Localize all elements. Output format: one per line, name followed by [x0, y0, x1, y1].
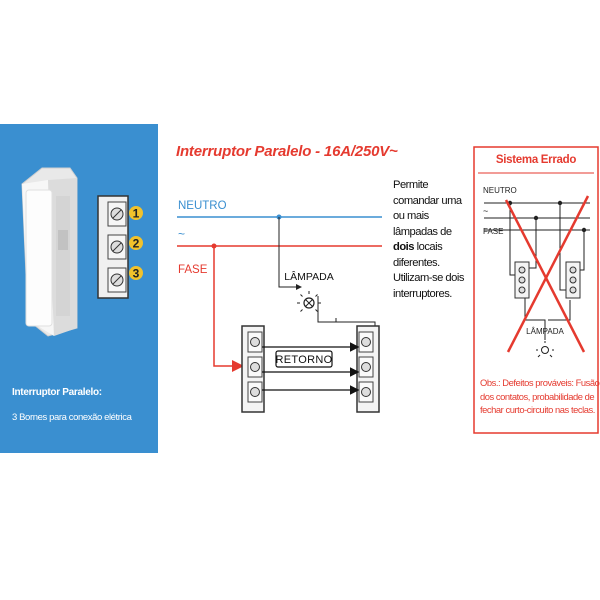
- terminal-marker-1: [129, 206, 143, 220]
- product-subtitle: 3 Bornes para conexão elétrica: [12, 412, 132, 423]
- terminal-marker-3: [129, 266, 143, 280]
- product-title: Interruptor Paralelo:: [12, 387, 102, 398]
- wrong-junction-2: [533, 215, 539, 221]
- diagram-description: Permite comandar uma ou mais lâmpadas de…: [393, 178, 473, 302]
- wrong-system-title: Sistema Errado: [495, 154, 577, 166]
- error-cross-line-1: [504, 199, 586, 353]
- diagram-title: Interruptor Paralelo - 16A/250V~: [176, 143, 398, 160]
- terminal-block-image: [97, 195, 129, 299]
- description-text-2: locais diferentes. Utilizam-se dois inte…: [393, 241, 464, 300]
- wrong-system-observation: Obs.: Defeitos prováveis: Fusão dos cont…: [480, 377, 600, 415]
- wrong-right-terminals: [565, 261, 581, 299]
- return-label-box: [275, 350, 333, 368]
- return-label: RETORNO: [276, 354, 333, 366]
- left-switch-terminals: [241, 325, 265, 413]
- phase-label: FASE: [178, 264, 208, 276]
- description-emphasis: dois: [393, 241, 415, 253]
- error-cross-line-2: [506, 195, 590, 353]
- wrong-junction-3: [557, 200, 563, 206]
- lamp-neutral-wire: [278, 217, 302, 290]
- terminal-marker-2: [129, 236, 143, 250]
- wrong-left-terminals: [514, 261, 530, 299]
- wrong-lamp-label: LÂMPADA: [526, 327, 564, 336]
- wrong-lamp-icon: [536, 341, 554, 358]
- phase-drop-wire: [213, 246, 244, 372]
- neutral-label: NEUTRO: [178, 200, 227, 212]
- lamp-icon: [297, 291, 321, 312]
- description-text-1: Permite comandar uma ou mais lâmpadas de: [393, 179, 462, 238]
- wrong-system-frame: [473, 146, 599, 434]
- tilde-label: ~: [178, 227, 185, 241]
- wrong-junction-4: [581, 227, 587, 233]
- lamp-return-wire: [317, 296, 337, 323]
- lamp-label: LÂMPADA: [284, 270, 333, 283]
- terminal-number-1: 1: [133, 207, 140, 221]
- wrong-phase-label: FASE: [483, 227, 503, 236]
- switch-module-image: [21, 167, 78, 337]
- wrong-tilde-label: ~: [483, 206, 488, 216]
- terminal-number-3: 3: [133, 267, 140, 281]
- wrong-neutral-label: NEUTRO: [483, 186, 517, 195]
- right-switch-terminals: [356, 325, 380, 413]
- terminal-number-2: 2: [133, 237, 140, 251]
